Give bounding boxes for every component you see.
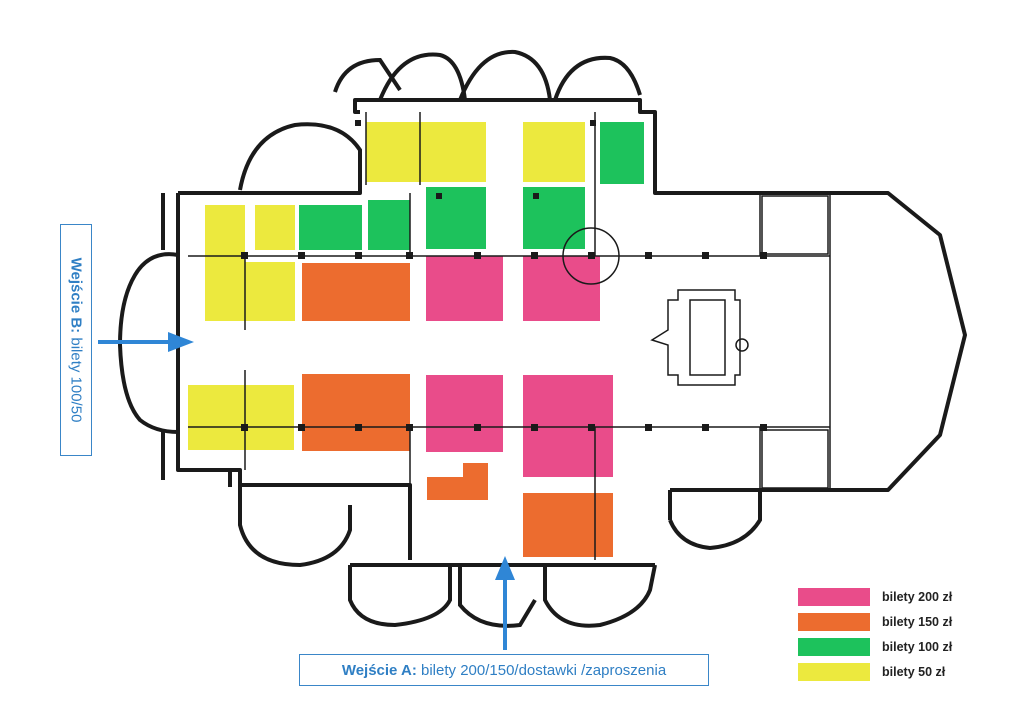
zone-100-d[interactable] xyxy=(523,187,585,249)
zone-100-b[interactable] xyxy=(368,200,410,250)
zone-50-north-1[interactable] xyxy=(366,122,421,182)
entrance-b-detail: bilety 100/50 xyxy=(67,333,85,423)
zone-150-lower[interactable] xyxy=(302,374,410,451)
zone-150-dostawki-b[interactable] xyxy=(463,463,488,500)
legend-swatch-50 xyxy=(798,662,870,681)
zone-50-west-upper-c[interactable] xyxy=(245,262,295,321)
zone-50-west-upper-a[interactable] xyxy=(205,205,245,321)
entrance-a-title: Wejście A: xyxy=(341,661,417,679)
columns xyxy=(241,120,767,431)
zone-100-north-right[interactable] xyxy=(600,122,644,184)
zone-100-c[interactable] xyxy=(426,187,486,249)
zone-50-west-upper-b[interactable] xyxy=(255,205,295,250)
zone-50-north-3[interactable] xyxy=(523,122,585,182)
legend-label-50: bilety 50 zł xyxy=(882,664,946,679)
zone-100-a[interactable] xyxy=(299,205,362,250)
zone-200-upper-right[interactable] xyxy=(523,256,600,321)
altar xyxy=(650,289,749,386)
chapels xyxy=(117,49,762,628)
zone-150-se[interactable] xyxy=(523,493,613,557)
zone-50-north-2[interactable] xyxy=(421,122,486,182)
seating-zones xyxy=(188,122,644,557)
zone-50-west-lower[interactable] xyxy=(188,385,294,450)
legend-label-150: bilety 150 zł xyxy=(882,614,953,629)
legend-row-150: bilety 150 zł xyxy=(798,609,952,634)
legend-row-100: bilety 100 zł xyxy=(798,634,952,659)
legend-row-200: bilety 200 zł xyxy=(798,584,952,609)
legend-swatch-200 xyxy=(798,587,870,606)
entrance-a-label: Wejście A: bilety 200/150/dostawki /zapr… xyxy=(299,654,709,686)
entrance-b-arrow xyxy=(98,332,194,352)
entrance-a-detail: bilety 200/150/dostawki /zaproszenia xyxy=(416,661,667,679)
entrance-a-arrow xyxy=(495,556,515,650)
interior-lines xyxy=(188,112,831,560)
zone-200-lower-left[interactable] xyxy=(426,375,503,452)
entrance-b-label: Wejście B: bilety 100/50 xyxy=(60,224,92,456)
legend-label-200: bilety 200 zł xyxy=(882,589,953,604)
legend-label-100: bilety 100 zł xyxy=(882,639,953,654)
legend-swatch-150 xyxy=(798,612,870,631)
zone-150-upper[interactable] xyxy=(302,263,410,321)
zone-200-upper-left[interactable] xyxy=(426,256,503,321)
legend-swatch-100 xyxy=(798,637,870,656)
entrance-b-title: Wejście B: xyxy=(67,257,85,334)
price-legend: bilety 200 zł bilety 150 zł bilety 100 z… xyxy=(798,584,952,684)
legend-row-50: bilety 50 zł xyxy=(798,659,952,684)
